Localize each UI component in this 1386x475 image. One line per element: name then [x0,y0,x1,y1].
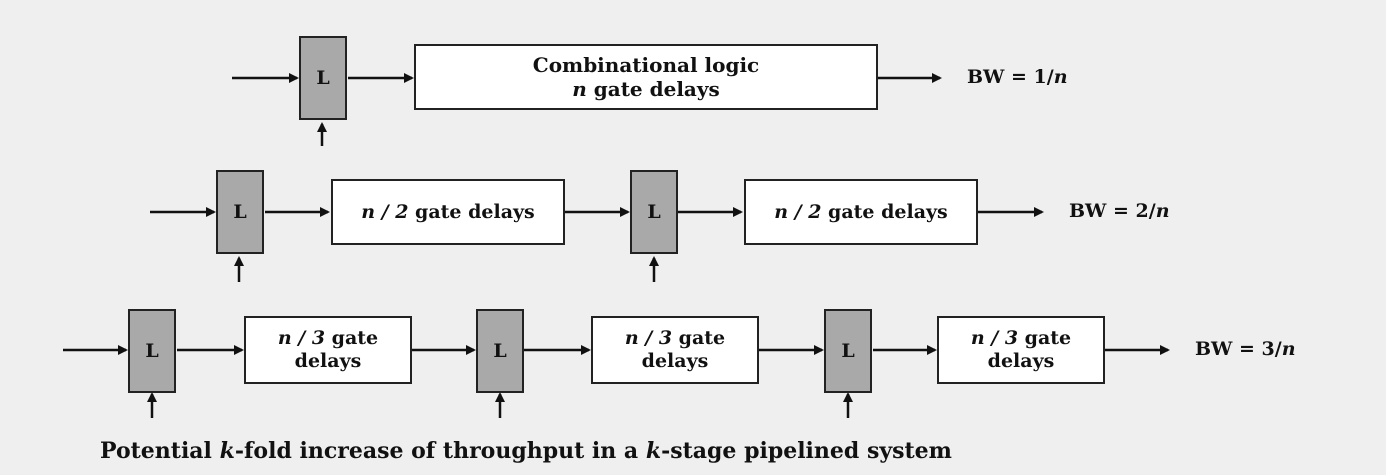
row3-stage-1-line1: n / 3 gate [278,327,378,350]
row1-logic-rest: gate delays [586,77,720,101]
row2-stage-1-box: n / 2 gate delays [331,179,565,245]
row3-latch-2-label: L [493,340,507,362]
row3-stage-3-line2: delays [987,350,1055,372]
row1-combinational-logic-box: Combinational logic n gate delays [414,44,878,110]
row3-bw-prefix: BW = 3/ [1195,338,1282,360]
caption-var1: k [219,438,235,464]
row3-latch-3-label: L [841,340,855,362]
row1-bw-prefix: BW = 1/ [967,66,1054,88]
row2-latch-2-label: L [647,201,661,223]
row3-stage-3-var: n / 3 [970,327,1019,350]
row3-latch-1: L [128,309,176,393]
row3-latch-2: L [476,309,524,393]
caption-part3: -stage pipelined system [661,438,952,464]
row3-bw-var: n [1281,338,1296,360]
row2-bw-prefix: BW = 2/ [1069,200,1156,222]
row3-latch-1-label: L [145,340,159,362]
caption-part2: -fold increase of throughput in a [234,438,646,464]
row2-stage-2-box: n / 2 gate delays [744,179,978,245]
row1-logic-line1: Combinational logic [532,53,760,77]
row1-logic-var: n [572,77,587,101]
row3-stage-2-line1: n / 3 gate [625,327,725,350]
row2-stage-1-text: n / 2 gate delays [361,201,535,224]
row3-stage-1-rest: gate [325,327,379,350]
row2-stage-2-text: n / 2 gate delays [774,201,948,224]
row2-stage-1-rest: gate delays [408,200,535,223]
row3-stage-2-line2: delays [641,350,709,372]
row3-stage-2-rest: gate [672,327,726,350]
row1-bandwidth-label: BW = 1/n [967,66,1068,88]
row3-stage-3-rest: gate [1018,327,1072,350]
row2-latch-1-label: L [233,201,247,223]
row2-latch-2: L [630,170,678,254]
diagram-caption: Potential k-fold increase of throughput … [100,438,952,464]
caption-part1: Potential [100,438,220,464]
row3-bandwidth-label: BW = 3/n [1195,338,1296,360]
row1-latch-label: L [316,67,330,89]
caption-var2: k [645,438,662,464]
row2-bw-var: n [1155,200,1170,222]
row3-stage-1-line2: delays [294,350,362,372]
row3-stage-2-var: n / 3 [624,327,673,350]
row1-latch: L [299,36,347,120]
row2-bandwidth-label: BW = 2/n [1069,200,1170,222]
row2-latch-1: L [216,170,264,254]
row3-stage-1-box: n / 3 gate delays [244,316,412,384]
row2-stage-1-var: n / 2 [361,200,409,223]
row2-stage-2-rest: gate delays [821,200,948,223]
row3-stage-1-var: n / 3 [277,327,326,350]
row3-stage-3-box: n / 3 gate delays [937,316,1105,384]
row3-latch-3: L [824,309,872,393]
row1-logic-line2: n gate delays [572,77,720,101]
row2-stage-2-var: n / 2 [774,200,822,223]
row3-stage-3-line1: n / 3 gate [971,327,1071,350]
row1-bw-var: n [1053,66,1068,88]
row3-stage-2-box: n / 3 gate delays [591,316,759,384]
